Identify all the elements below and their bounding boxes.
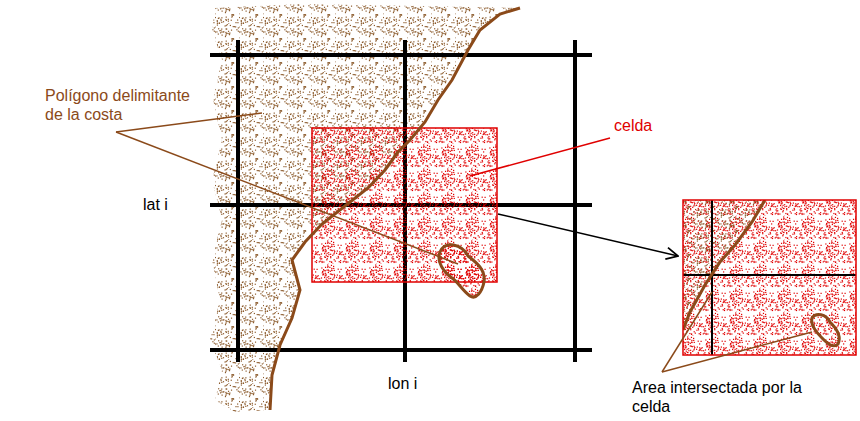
inset-frame bbox=[683, 200, 856, 355]
longitude-label: lon i bbox=[388, 374, 438, 393]
zoom-inset bbox=[683, 200, 856, 355]
coastline bbox=[270, 8, 520, 410]
zoom-arrow bbox=[498, 214, 678, 256]
coast-polygon-label: Polígono delimitante de la costa bbox=[45, 86, 210, 124]
intersected-area-label: Area intersectada por la celda bbox=[632, 378, 812, 416]
island bbox=[439, 245, 484, 297]
latitude-label: lat i bbox=[143, 195, 193, 214]
leader-lines bbox=[116, 113, 812, 372]
lat-lon-grid bbox=[210, 40, 592, 362]
cell-label: celda bbox=[614, 116, 674, 135]
